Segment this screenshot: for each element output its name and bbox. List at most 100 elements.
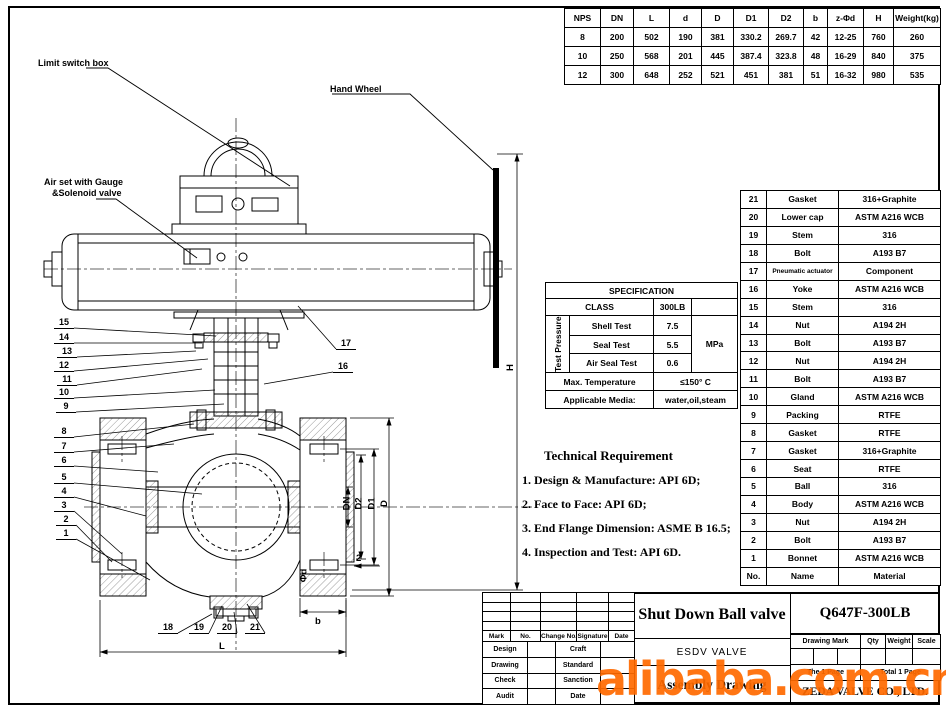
revision-label: Craft	[555, 641, 601, 658]
revision-row: Drawing Standard	[482, 656, 635, 674]
table-cell: 535	[893, 65, 941, 85]
callout-6: 6	[54, 455, 74, 467]
table-cell: 451	[733, 65, 769, 85]
dim-label-b: b	[315, 616, 321, 627]
revision-header-cell: Mark	[482, 630, 511, 642]
revision-row: Audit Date	[482, 688, 635, 705]
table-cell: 648	[633, 65, 670, 85]
right-block-empty-row	[790, 648, 941, 665]
callout-11: 11	[57, 374, 77, 386]
leader-line	[73, 496, 147, 517]
air-set-label-line1: Air set with Gauge	[44, 177, 124, 187]
revision-header-cell: Signature	[576, 630, 609, 642]
callout-7: 7	[54, 441, 74, 453]
leader-line	[73, 465, 159, 473]
callout-19: 19	[189, 622, 209, 634]
tech-req-item: 2. Face to Face: API 6D;	[522, 497, 647, 511]
annotation-leaders	[86, 67, 494, 259]
callout-leaders	[73, 305, 337, 634]
callout-4: 4	[54, 486, 74, 498]
table-cell: 260	[893, 27, 941, 47]
revision-label: Audit	[482, 688, 528, 705]
technical-requirement: Technical Requirement 1. Design & Manufa…	[522, 448, 747, 560]
callout-5: 5	[54, 472, 74, 484]
table-cell: Material	[838, 566, 941, 586]
callout-2: 2	[56, 514, 76, 526]
revision-row: Design Craft	[482, 641, 635, 658]
table-cell: 252	[669, 65, 702, 85]
drawing-subtitle: ESDV VALVE	[634, 639, 790, 666]
callout-18: 18	[158, 622, 178, 634]
leader-line	[208, 605, 223, 634]
tech-req-title: Technical Requirement	[544, 448, 673, 463]
revision-label: Sanction	[555, 672, 601, 690]
dim-label-D: D	[378, 500, 390, 507]
dimension-lines	[99, 153, 523, 657]
drawing-doc-type: Assembly Drawing	[657, 677, 767, 692]
watermark: alibaba.com.cn	[596, 652, 946, 706]
leader-line	[177, 613, 213, 634]
callout-3: 3	[54, 500, 74, 512]
dim-label-DN: DN	[341, 496, 353, 511]
revision-label: Design	[482, 641, 528, 658]
hand-wheel-art	[493, 168, 499, 368]
revision-empty-rows	[482, 592, 635, 631]
company-name: ZEDA VALVE CO., LTD.	[790, 680, 940, 704]
table-cell: 980	[863, 65, 894, 85]
right-header-cell: Weight	[885, 634, 913, 649]
revision-header-cell: Date	[608, 630, 635, 642]
dim-label-H: H	[504, 364, 516, 371]
revision-label: Check	[482, 672, 528, 690]
callout-17: 17	[336, 338, 356, 350]
tech-req-items: 1. Design & Manufacture: API 6D;2. Face …	[522, 473, 747, 560]
limit-switch-label: Limit switch box	[38, 58, 109, 68]
table-cell: 16-32	[827, 65, 864, 85]
callout-13: 13	[57, 346, 77, 358]
callout-8: 8	[54, 426, 74, 438]
callout-10: 10	[54, 387, 74, 399]
dim-label-L: L	[219, 641, 225, 652]
revision-label: Standard	[555, 656, 601, 674]
spec-unit: MPa	[690, 315, 739, 373]
dim-label-D1: D1	[366, 497, 378, 510]
callout-16: 16	[333, 361, 353, 373]
leader-line	[73, 358, 209, 372]
tech-req-item: 3. End Flange Dimension: ASME B 16.5;	[522, 521, 731, 535]
dim-label-D2: D2	[353, 497, 365, 510]
leader-line	[73, 389, 216, 399]
revision-header-cell: Change No.	[540, 630, 577, 642]
revision-label: Date	[555, 688, 601, 705]
leader-line	[73, 423, 195, 438]
revision-label: Drawing	[482, 656, 528, 674]
drawing-code: Q647F-300LB	[790, 592, 940, 634]
callout-1: 1	[56, 528, 76, 540]
leader-line	[263, 371, 334, 385]
leader-line	[246, 603, 266, 634]
drawing-title: Shut Down Ball valve	[634, 592, 790, 639]
spec-media-value: water,oil,steam	[652, 390, 739, 409]
right-header-cell: Qty	[860, 634, 886, 649]
leader-line	[73, 327, 217, 337]
leader-line	[73, 482, 203, 495]
leader-line	[75, 538, 151, 581]
leader-line	[233, 611, 238, 634]
